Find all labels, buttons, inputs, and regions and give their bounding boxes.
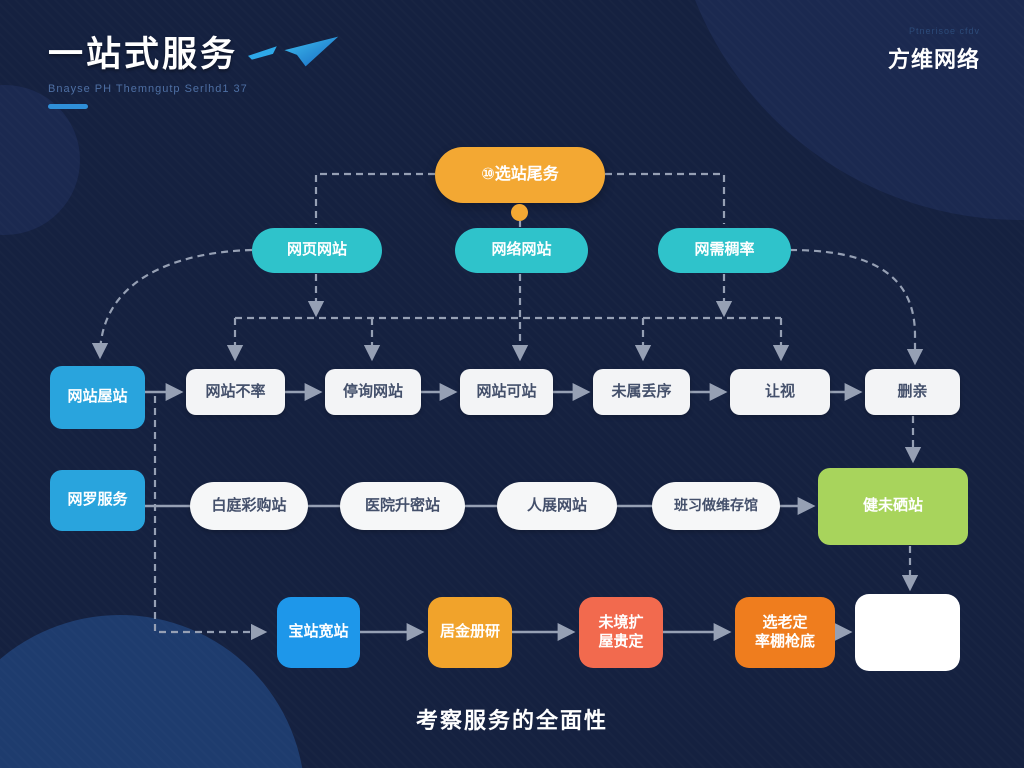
node-row1-2-label: 停询网站 <box>342 382 403 400</box>
header-subtitle: Bnayse PH Themngutp Serlhd1 37 <box>48 83 248 95</box>
node-branch-1-label: 网页网站 <box>286 241 347 259</box>
node-row2-4-label: 班习做维存馆 <box>674 497 758 514</box>
node-left-1-label: 网站屋站 <box>67 388 128 406</box>
node-bottom-3: 未境扩 屋贵定 <box>579 597 663 668</box>
node-branch-3: 网需稠率 <box>658 228 791 273</box>
arrow-swoosh-icon <box>248 36 339 66</box>
node-row1-5: 让视 <box>730 369 830 415</box>
brand-faint-text: Ptnerisoe cfdv <box>908 26 980 36</box>
node-left-2-label: 网罗服务 <box>67 491 128 509</box>
node-row1-4: 未属丢序 <box>593 369 690 415</box>
node-bottom-5-line2: 达视 <box>892 632 923 650</box>
connector-root-to-branch1 <box>314 172 435 224</box>
node-row1-6: 删亲 <box>865 369 960 415</box>
node-bottom-1-label: 宝站宽站 <box>288 623 349 641</box>
node-root-label: ⑩选站尾务 <box>481 166 559 183</box>
node-row2-2: 医院升密站 <box>340 482 465 530</box>
node-branch-2: 网络网站 <box>455 228 588 273</box>
node-bottom-3-line2: 屋贵定 <box>598 632 644 650</box>
node-bottom-3-line1: 未境扩 <box>598 613 644 631</box>
node-row2-3: 人展网站 <box>497 482 617 530</box>
node-row1-1: 网站不率 <box>186 369 285 415</box>
node-row1-5-label: 让视 <box>764 382 795 400</box>
header-accent-dash <box>48 104 88 109</box>
node-root: ⑩选站尾务 <box>435 147 605 203</box>
node-row1-2: 停询网站 <box>325 369 421 415</box>
node-bottom-4-line1: 选老定 <box>762 613 808 631</box>
node-row2-2-label: 医院升密站 <box>364 496 440 514</box>
root-connector-dot <box>511 204 528 221</box>
node-green-result: 健未硒站 <box>818 468 968 545</box>
node-row2-4: 班习做维存馆 <box>652 482 780 530</box>
slide-caption: 考察服务的全面性 <box>415 708 608 733</box>
node-bottom-2: 居金册研 <box>428 597 512 668</box>
node-row1-4-label: 未属丢序 <box>611 382 672 400</box>
node-row1-3: 网站可站 <box>460 369 553 415</box>
node-bottom-4: 选老定 率棚枪底 <box>735 597 835 668</box>
connector-branch1-to-left1 <box>91 248 253 360</box>
connector-left-to-bottom <box>153 396 268 641</box>
node-bottom-5: 别务煅列 达视 <box>855 594 960 671</box>
connector-branch3-to-r1b6 <box>789 248 924 366</box>
brand-block: Ptnerisoe cfdv 方维网络 <box>888 26 980 74</box>
node-row2-3-label: 人展网站 <box>526 496 587 514</box>
connector-root-to-branch3 <box>605 172 726 224</box>
node-branch-2-label: 网络网站 <box>491 241 552 259</box>
node-bottom-2-label: 居金册研 <box>439 623 500 641</box>
node-row1-1-label: 网站不率 <box>205 382 266 400</box>
page-title: 一站式服务 <box>48 35 239 74</box>
node-row2-1: 白庭彩购站 <box>190 482 308 530</box>
brand-name: 方维网络 <box>887 47 980 72</box>
node-bottom-4-line2: 率棚枪底 <box>754 632 815 650</box>
node-row1-6-label: 删亲 <box>897 382 928 400</box>
node-row1-3-label: 网站可站 <box>476 382 537 400</box>
header: 一站式服务 Bnayse PH Themngutp Serlhd1 37 <box>48 26 344 109</box>
node-branch-3-label: 网需稠率 <box>694 241 755 259</box>
node-bottom-5-line1: 别务煅列 <box>877 613 938 631</box>
node-left-2: 网罗服务 <box>50 470 145 531</box>
node-bottom-1: 宝站宽站 <box>277 597 360 668</box>
node-green-result-label: 健未硒站 <box>862 497 923 515</box>
node-branch-1: 网页网站 <box>252 228 382 273</box>
node-row2-1-label: 白庭彩购站 <box>211 496 287 514</box>
node-left-1: 网站屋站 <box>50 366 145 429</box>
